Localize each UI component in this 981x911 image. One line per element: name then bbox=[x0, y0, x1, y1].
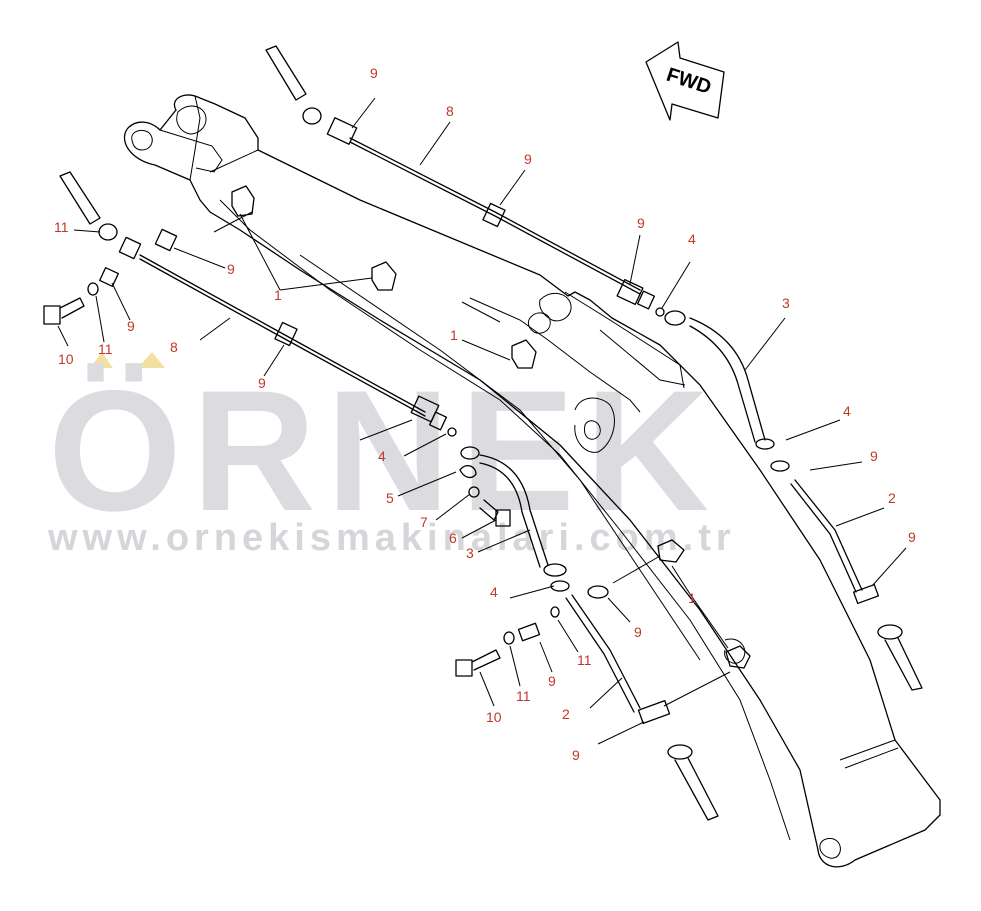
callout: 5 bbox=[386, 490, 394, 506]
callout: 3 bbox=[466, 545, 474, 561]
fwd-label: FWD bbox=[664, 64, 714, 99]
callout: 11 bbox=[577, 652, 592, 668]
hose-right bbox=[664, 310, 775, 450]
callout-labels: 9 8 9 9 4 3 11 9 1 9 10 11 8 9 1 4 9 4 5… bbox=[54, 65, 916, 763]
callout: 1 bbox=[274, 287, 282, 303]
callout: 9 bbox=[908, 529, 916, 545]
fwd-direction-arrow: FWD bbox=[645, 41, 725, 121]
callout: 11 bbox=[98, 341, 113, 357]
clamp-group-lower bbox=[99, 228, 448, 431]
callout: 3 bbox=[782, 295, 790, 311]
callout: 11 bbox=[516, 688, 531, 704]
callout: 9 bbox=[370, 65, 378, 81]
callout: 6 bbox=[449, 530, 457, 546]
callout: 9 bbox=[548, 673, 556, 689]
callout: 9 bbox=[634, 624, 642, 640]
boom-body bbox=[123, 94, 941, 868]
callout: 9 bbox=[870, 448, 878, 464]
callout: 9 bbox=[127, 318, 135, 334]
callout: 9 bbox=[258, 375, 266, 391]
callout: 4 bbox=[378, 448, 386, 464]
bolt-group bbox=[43, 107, 790, 677]
leader-lines bbox=[57, 97, 907, 745]
callout: 9 bbox=[524, 151, 532, 167]
callout: 8 bbox=[446, 103, 454, 119]
callout: 2 bbox=[562, 706, 570, 722]
callout: 10 bbox=[58, 351, 74, 367]
callout: 2 bbox=[888, 490, 896, 506]
callout: 4 bbox=[490, 584, 498, 600]
pipe-2-left bbox=[565, 594, 719, 821]
pipe-upper bbox=[349, 137, 641, 295]
clamp-group-upper bbox=[326, 117, 656, 310]
bracket-group bbox=[231, 185, 751, 669]
callout: 9 bbox=[572, 747, 580, 763]
pipe-lower bbox=[139, 254, 426, 417]
callout: 7 bbox=[420, 514, 428, 530]
callout: 9 bbox=[227, 261, 235, 277]
callout: 1 bbox=[688, 590, 696, 606]
callout: 10 bbox=[486, 709, 502, 725]
hose-left bbox=[460, 446, 567, 577]
callout: 4 bbox=[843, 403, 851, 419]
pipe-ends bbox=[59, 45, 307, 225]
callout: 9 bbox=[637, 215, 645, 231]
callout: 1 bbox=[450, 327, 458, 343]
callout: 4 bbox=[688, 231, 696, 247]
callout: 8 bbox=[170, 339, 178, 355]
pipe-2-right bbox=[790, 479, 923, 691]
callout: 11 bbox=[54, 219, 69, 235]
